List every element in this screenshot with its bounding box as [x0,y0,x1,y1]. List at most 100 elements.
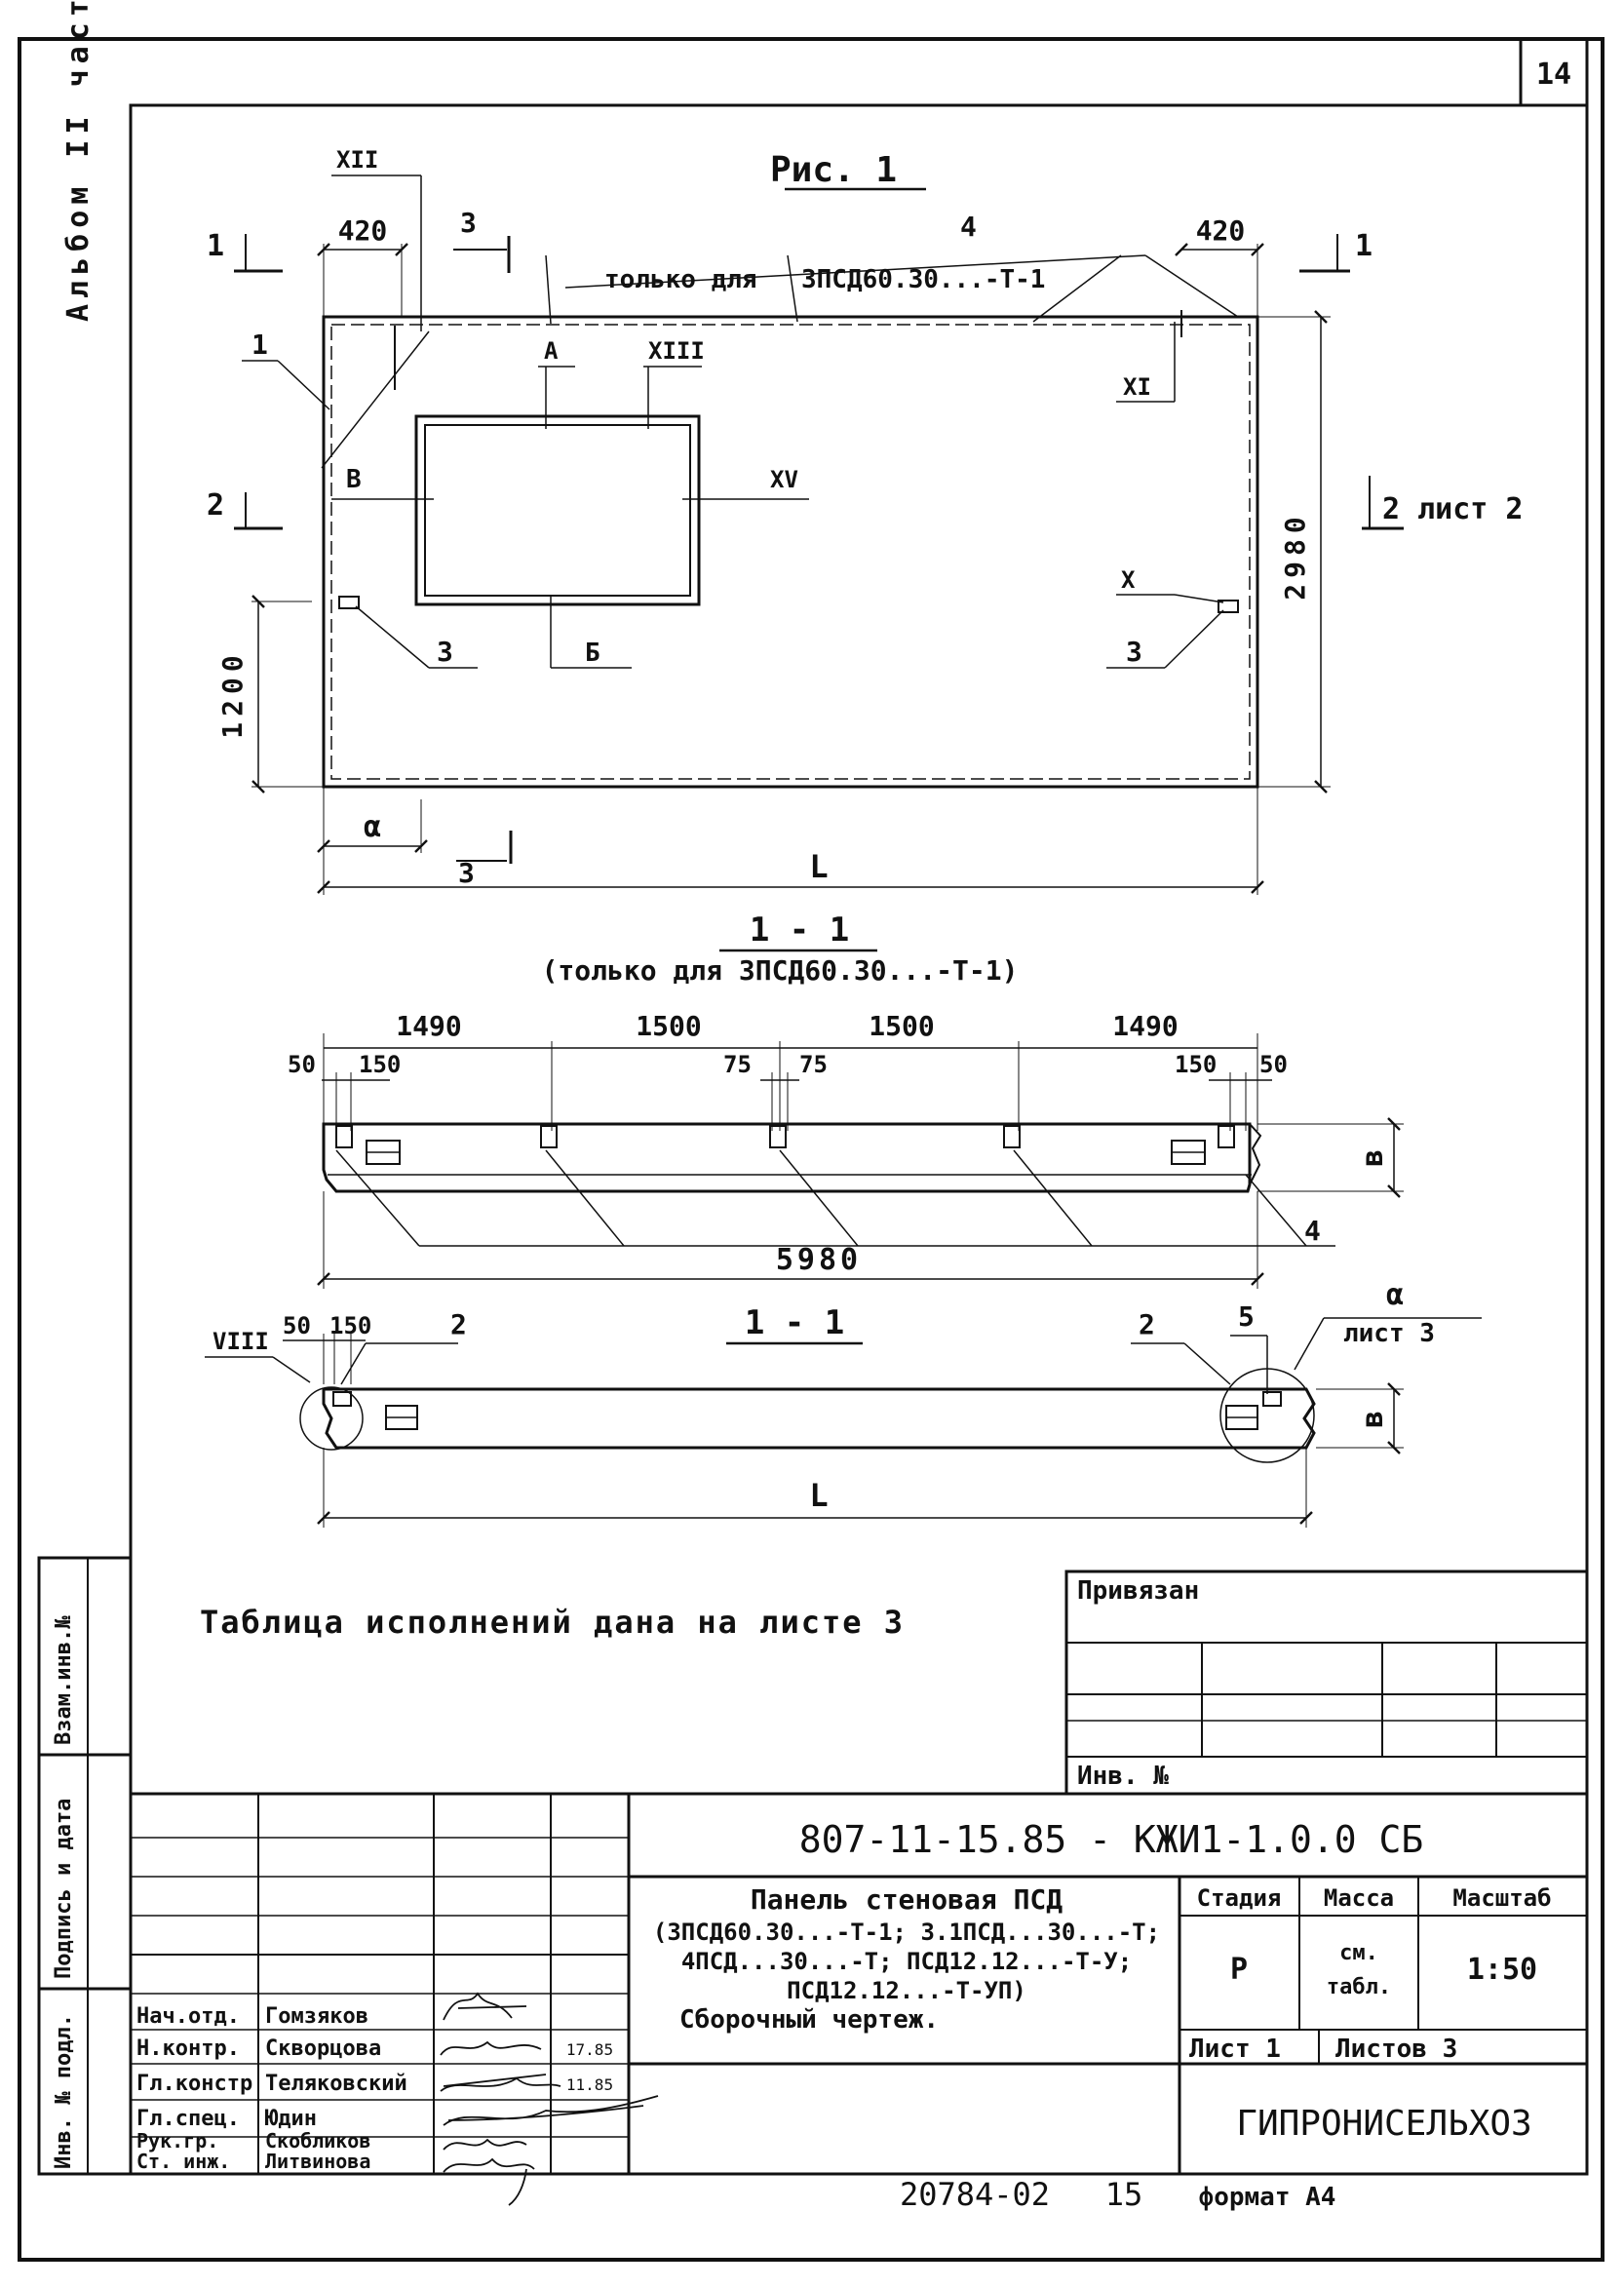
plan-mark-X: X [1121,566,1136,594]
signatures [440,1992,659,2206]
plan-sec2-left: 2 [207,488,224,523]
privyazan-inv-label: Инв. № [1077,1762,1169,1791]
sec-upper-dim-50-left: 50 [288,1051,316,1078]
sec-lower-dim-150: 150 [329,1312,371,1339]
figure-title: Рис. 1 [770,150,897,190]
plan-mark-B-left: В [346,465,362,494]
sec-lower-dim-L: L [809,1477,828,1514]
plan-mark-A: А [544,337,559,365]
org-name: ГИПРОНИСЕЛЬХОЗ [1236,2104,1531,2144]
staff-row: Гл.спец. Юдин [136,2107,317,2131]
window-opening [414,414,701,606]
side-stamp: Взам.инв.№ Подпись и дата Инв. № подл. [37,1556,133,2176]
staff-name: Юдин [265,2107,317,2131]
section-1-1-lower: 1 - 1 VIII 50 150 2 2 5 α лист 3 [205,1278,1482,1528]
plan-callout-4: 4 [960,211,977,243]
sec-upper-dim-total: 5980 [776,1243,862,1277]
plan-callout-4-note: только для [604,265,757,294]
sec-upper-dim-B: в [1356,1149,1390,1167]
staff-name: Теляковский [265,2072,407,2096]
sheet-number-box [1519,37,1589,107]
plan-dim-1200: 1200 [216,649,249,738]
stage-value: Р [1230,1953,1248,1987]
side-stamp-vzam: Взам.инв.№ [52,1615,76,1745]
privyazan-block: Привязан Инв. № [1064,1570,1589,1796]
footer-page: 15 [1105,2176,1143,2213]
outer-frame [18,37,1605,2262]
sec-lower-callout-5: 5 [1238,1300,1255,1333]
plan-callout-3-right: 3 [1126,636,1142,668]
plan-dim-420-left: 420 [338,214,388,247]
plan-callout-4-mark: 3ПСД60.30...-Т-1 [801,265,1045,294]
staff-date: 11.85 [566,2075,613,2094]
title-block: 807-11-15.85 - КЖИ1-1.0.0 СБ Панель стен… [129,1792,1589,2206]
sec-lower-callout-2-right: 2 [1139,1308,1155,1340]
plan-mark-XII: XII [336,146,378,174]
scale-value: 1:50 [1467,1953,1537,1987]
description-line-4: ПСД12.12...-Т-УП) [787,1977,1026,2004]
staff-role: Ст. инж. [136,2150,230,2173]
staff-name: Гомзяков [265,2004,368,2029]
sec-lower-dim-50: 50 [283,1312,311,1339]
staff-name: Скворцова [265,2036,381,2061]
staff-role: Гл.констр [136,2072,252,2096]
plan-callout-1: 1 [251,329,268,361]
sec-upper-dim-50-right: 50 [1259,1051,1288,1078]
plan-dim-420-right: 420 [1196,214,1246,247]
sec-upper-dim-75-left: 75 [723,1051,752,1078]
sheets-label: Листов 3 [1335,2035,1457,2064]
staff-row: Гл.констр Теляковский 11.85 [136,2072,613,2096]
staff-role: Рук.гр. [136,2129,218,2152]
mass-label: Масса [1324,1884,1394,1912]
staff-date: 17.85 [566,2040,613,2059]
panel-outline [322,315,1259,789]
plan-sec1-right: 1 [1355,229,1373,263]
scale-label: Масштаб [1452,1884,1551,1912]
plan-dim-L: L [809,848,828,885]
sec-upper-dim-3: 1500 [869,1010,934,1042]
sec-upper-subtitle: (только для 3ПСД60.30...-Т-1) [542,954,1019,987]
footer-code: 20784-02 [900,2176,1050,2213]
table-note: Таблица исполнений дана на листе 3 [200,1604,905,1641]
staff-name: Литвинова [265,2150,370,2173]
side-stamp-inv: Инв. № подл. [52,2014,76,2169]
description-line-1: Панель стеновая ПСД [751,1883,1063,1916]
plan-sec2-right: 2 лист 2 [1382,492,1524,526]
mass-value-2: табл. [1327,1975,1391,1999]
plan-dim-a: α [364,810,381,844]
staff-row: Н.контр. Скворцова 17.85 [136,2036,613,2061]
sec-upper-dim-150-right: 150 [1175,1051,1217,1078]
plan-sec3-bottom: 3 [458,857,475,889]
description-line-5: Сборочный чертеж. [679,2005,939,2035]
mass-value-1: см. [1339,1941,1378,1965]
staff-row: Нач.отд. Гомзяков [136,2004,368,2029]
sec-lower-callout-a: α [1386,1278,1404,1312]
privyazan-label: Привязан [1077,1576,1199,1606]
staff-role: Н.контр. [136,2036,240,2061]
footer-format: формат А4 [1199,2183,1336,2212]
plan-mark-B-bottom: Б [585,639,600,668]
description-line-2: (3ПСД60.30...-Т-1; 3.1ПСД...30...-Т; [653,1919,1160,1946]
doc-code: 807-11-15.85 - КЖИ1-1.0.0 СБ [799,1818,1424,1861]
plan-dim-2980: 2980 [1279,511,1311,600]
drawing-frame [129,103,1589,2176]
sec-upper-dim-2: 1500 [636,1010,701,1042]
staff-name: Скобликов [265,2129,370,2152]
sec-lower-callout-a-sheet: лист 3 [1343,1319,1435,1348]
sec-upper-title: 1 - 1 [750,911,849,950]
plan-mark-XV: XV [770,466,798,493]
staff-row: Рук.гр. Скобликов [136,2129,370,2152]
plan-sec1-left: 1 [207,229,224,263]
plan-sec3-top: 3 [460,207,477,239]
section-1-1-upper: 1 - 1 (только для 3ПСД60.30...-Т-1) 1490… [288,911,1404,1289]
sec-lower-callout-2-left: 2 [450,1308,467,1340]
staff-row: Ст. инж. Литвинова [136,2150,370,2173]
sec-upper-dim-4: 1490 [1112,1010,1178,1042]
plan-mark-XIII: XIII [648,337,705,365]
sheet-label: Лист 1 [1189,2035,1281,2064]
sec-lower-dim-B: в [1356,1411,1390,1428]
sec-upper-callout-4: 4 [1304,1215,1321,1247]
sec-upper-dim-150-left: 150 [359,1051,401,1078]
staff-role: Нач.отд. [136,2004,240,2029]
